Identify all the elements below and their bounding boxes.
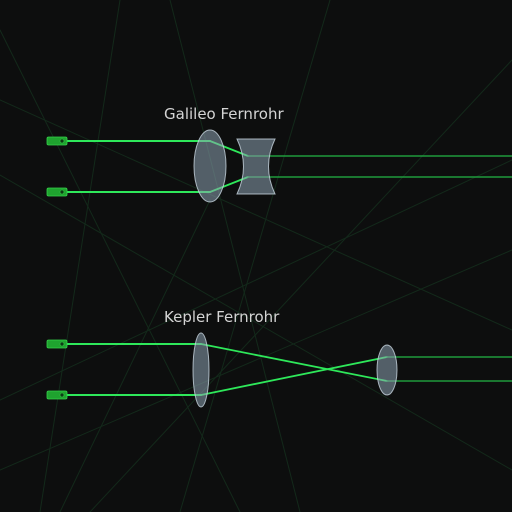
stray-ray [179,0,331,512]
stray-ray [0,249,512,471]
kepler-title: Kepler Fernrohr [164,308,280,326]
stray-ray [169,0,301,512]
kepler-eyepiece-lens[interactable] [376,344,398,396]
galileo-laser-top[interactable] [46,136,68,146]
kepler-laser-top[interactable] [46,339,68,349]
stray-ray [0,174,512,471]
laser-aperture [59,138,65,144]
stray-ray [59,199,211,512]
galileo-objective-lens[interactable] [193,129,227,203]
laser-aperture [59,341,65,347]
stray-ray [89,59,512,512]
galileo-telescope: Galileo Fernrohr [46,105,512,203]
kepler-objective-lens[interactable] [192,332,210,408]
laser-aperture [59,392,65,398]
stray-ray [0,159,512,401]
stray-ray [0,29,241,512]
stray-ray [0,99,512,331]
kepler-laser-bottom[interactable] [46,390,68,400]
stray-ray [39,0,121,512]
galileo-title: Galileo Fernrohr [164,105,284,123]
galileo-laser-bottom[interactable] [46,187,68,197]
laser-aperture [59,189,65,195]
kepler-telescope: Kepler Fernrohr [46,308,512,408]
galileo-eyepiece-lens[interactable] [236,138,276,195]
kepler-ray-top-cross [200,343,388,382]
kepler-ray-bottom-cross [200,356,388,396]
